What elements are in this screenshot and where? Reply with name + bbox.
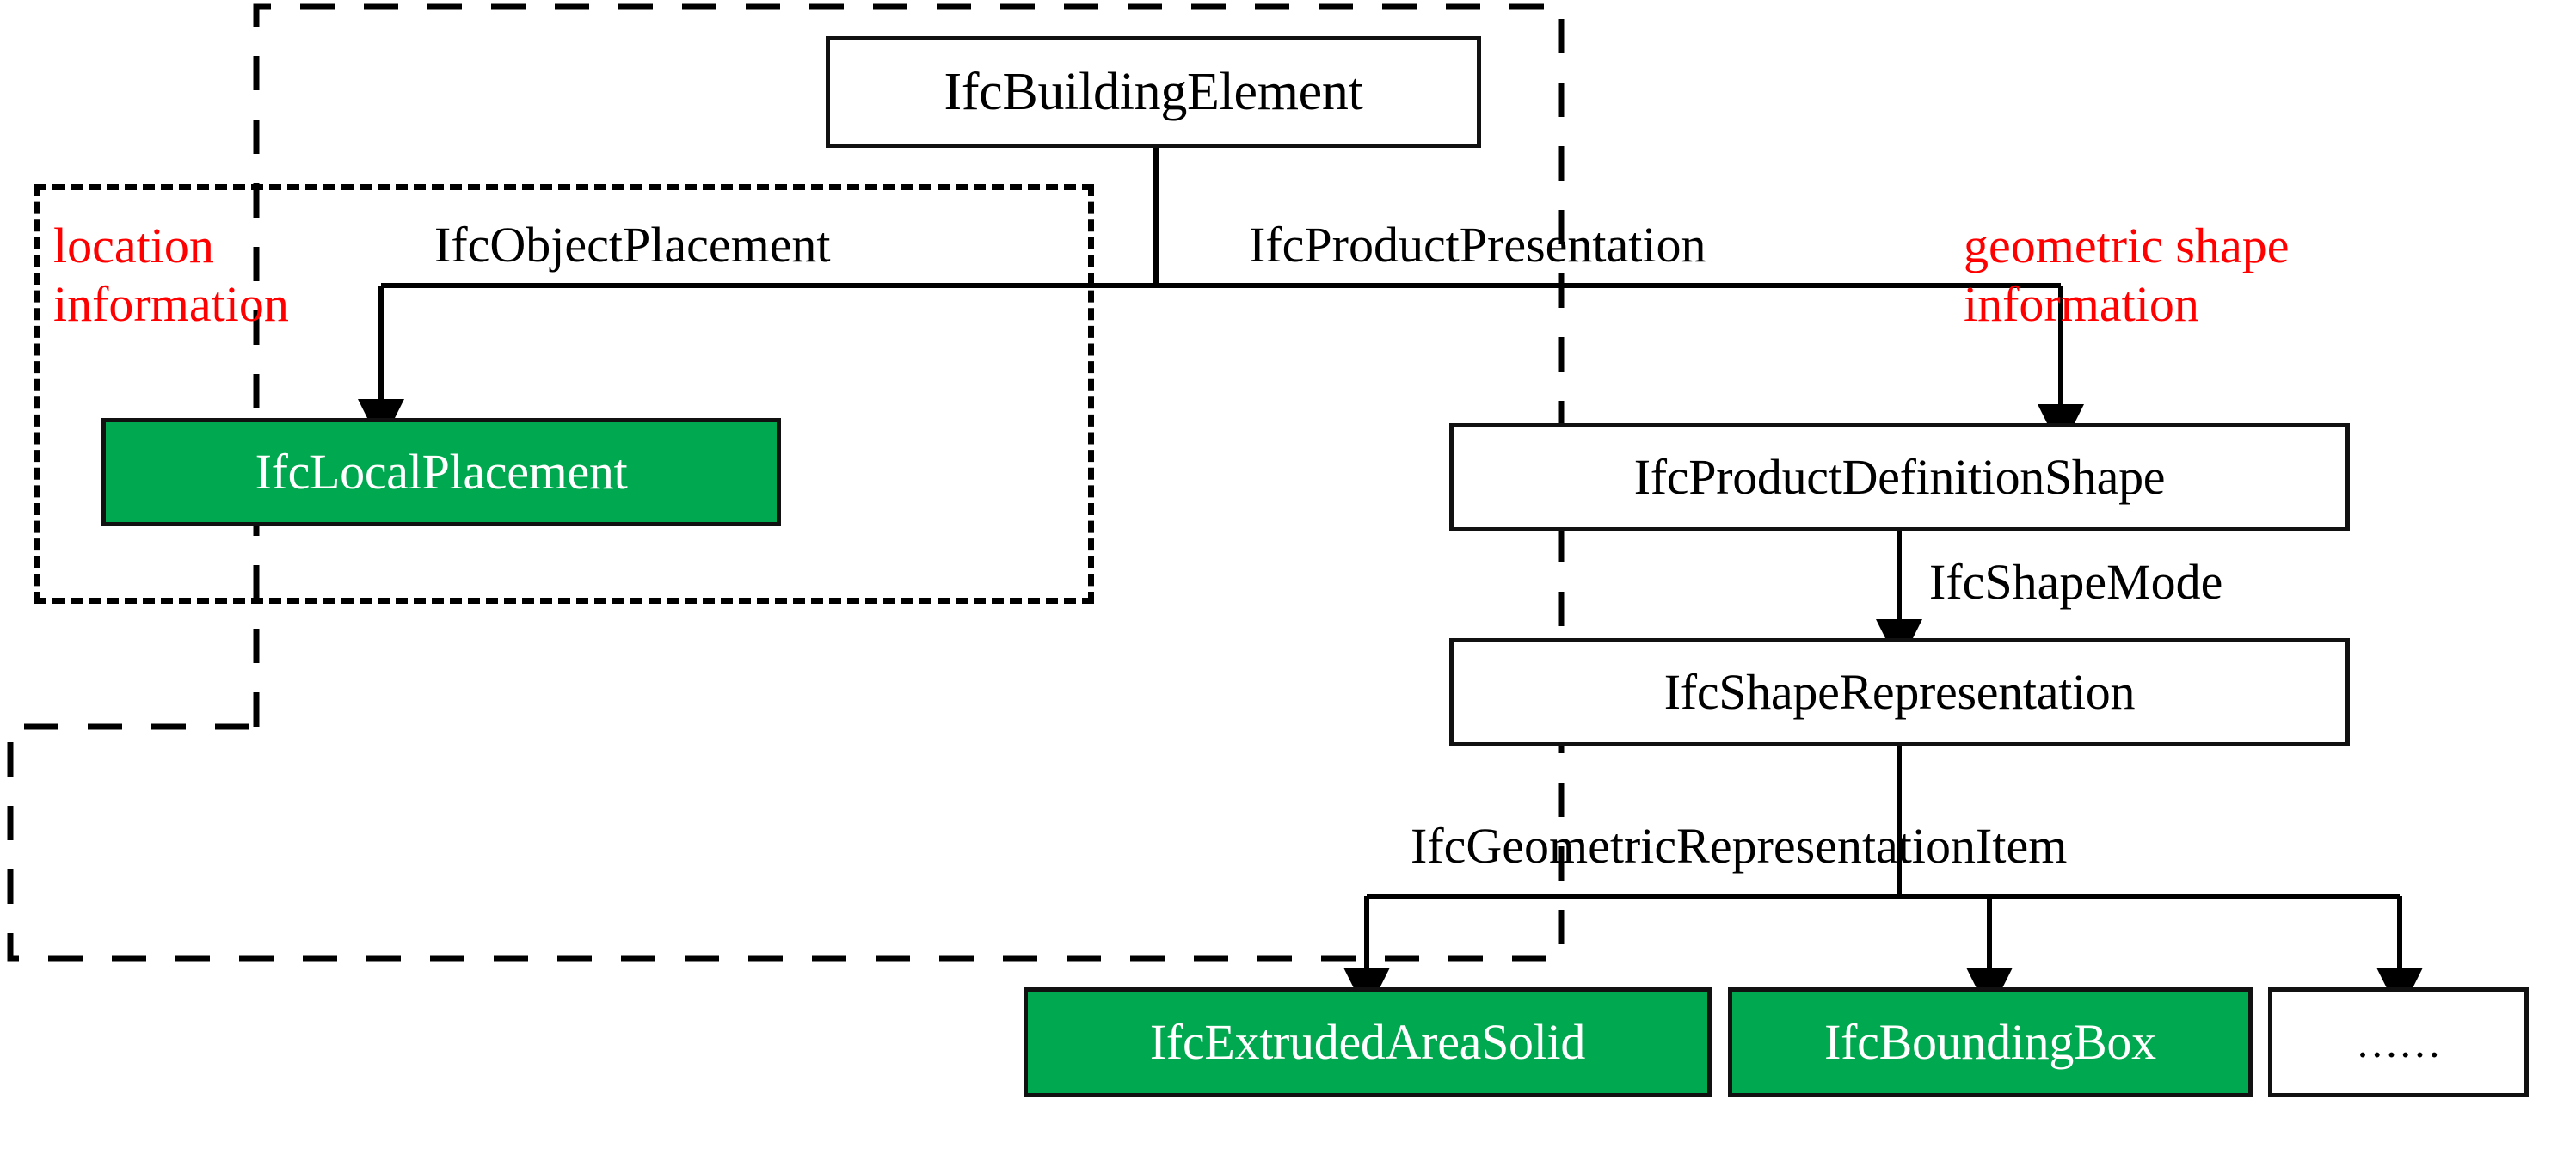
node-ifc-shape-representation-label: IfcShapeRepresentation: [1663, 664, 2136, 720]
annotation-geometric-shape-information: geometric shape information: [1964, 218, 2290, 333]
edge-label-ifc-shape-mode: IfcShapeMode: [1929, 554, 2223, 610]
node-ellipsis[interactable]: ……: [2268, 987, 2529, 1097]
node-ifc-bounding-box-label: IfcBoundingBox: [1824, 1014, 2156, 1070]
node-ifc-local-placement-label: IfcLocalPlacement: [255, 444, 628, 500]
annotation-location-information: location information: [53, 218, 289, 333]
edge-label-ifc-geometric-representation-item: IfcGeometricRepresentationItem: [1411, 818, 2068, 874]
node-ifc-building-element-label: IfcBuildingElement: [944, 63, 1363, 121]
node-ifc-shape-representation[interactable]: IfcShapeRepresentation: [1449, 638, 2350, 746]
node-ifc-local-placement[interactable]: IfcLocalPlacement: [101, 418, 781, 526]
node-ifc-extruded-area-solid-label: IfcExtrudedAreaSolid: [1149, 1014, 1586, 1070]
edge-label-ifc-product-presentation: IfcProductPresentation: [1249, 217, 1706, 273]
node-ifc-extruded-area-solid[interactable]: IfcExtrudedAreaSolid: [1024, 987, 1712, 1097]
node-ifc-building-element[interactable]: IfcBuildingElement: [826, 36, 1481, 148]
node-ifc-product-definition-shape-label: IfcProductDefinitionShape: [1633, 449, 2166, 505]
node-ifc-bounding-box[interactable]: IfcBoundingBox: [1728, 987, 2253, 1097]
node-ifc-product-definition-shape[interactable]: IfcProductDefinitionShape: [1449, 423, 2350, 531]
edge-label-ifc-object-placement: IfcObjectPlacement: [434, 217, 831, 273]
group-region-location-information: [34, 184, 1094, 604]
node-ellipsis-label: ……: [2355, 1018, 2442, 1066]
